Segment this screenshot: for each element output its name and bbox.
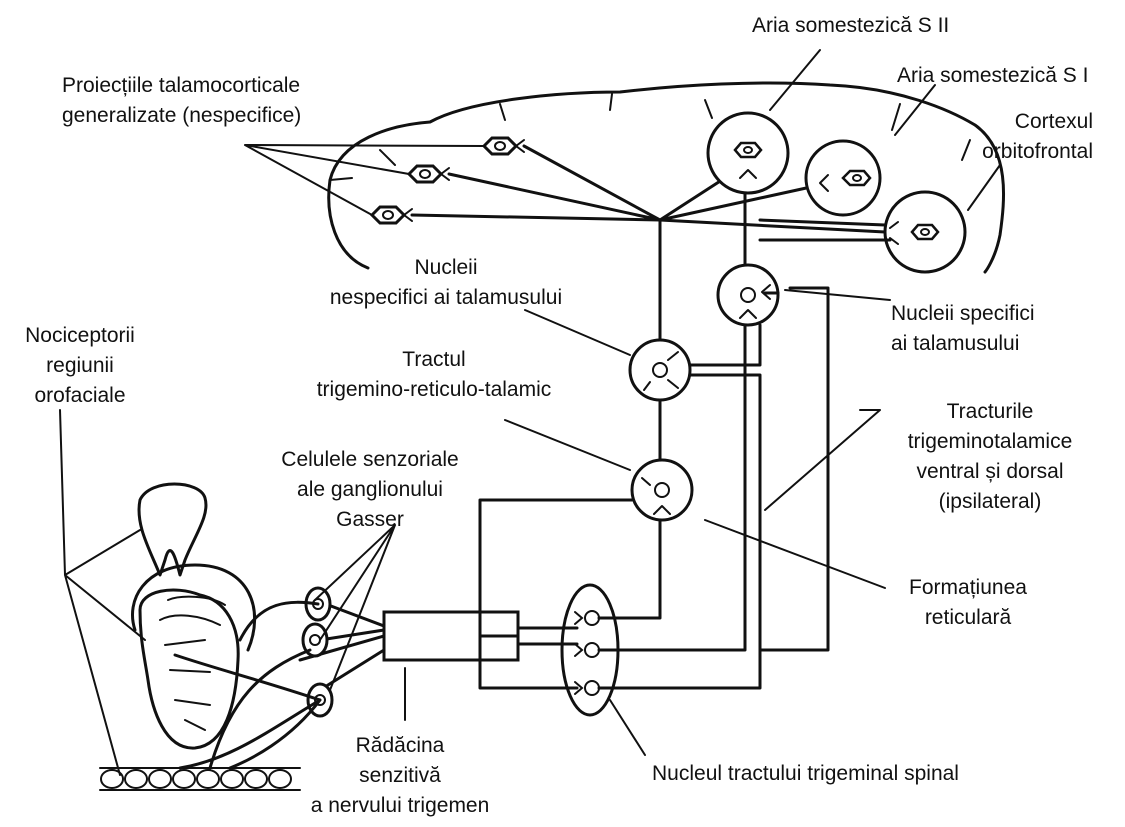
label-proiectii-line1: Proiecțiile talamocorticale (62, 74, 300, 97)
cortical-area-s2 (708, 113, 788, 193)
label-nuclei-specifici-line2: ai talamusului (891, 332, 1019, 355)
nociceptori-pointer-lines (60, 410, 145, 775)
label-tracturile-line3: ventral și dorsal (916, 460, 1063, 483)
cortical-cell-nonspecific (484, 138, 524, 154)
label-cortex-line1: Cortexul (1015, 110, 1093, 133)
cortical-area-s1 (806, 141, 880, 215)
label-aria-s2: Aria somestezică S II (752, 14, 949, 37)
label-celulele-line2: ale ganglionului (297, 478, 443, 501)
label-cortex-line2: orbitofrontal (982, 140, 1093, 163)
cortical-cell-nonspecific (372, 207, 412, 223)
label-nuclei-nespecifici-line2: nespecifici ai talamusului (330, 286, 562, 309)
nonspecific-thalamic-nucleus (630, 340, 690, 400)
epithelium-cells (100, 768, 300, 790)
label-tracturile-line4: (ipsilateral) (939, 490, 1042, 513)
reticular-formation-cell (632, 460, 692, 520)
tooth-drawing (139, 484, 206, 575)
label-celulele-line3: Gasser (336, 508, 404, 531)
label-nociceptori-line2: regiunii (46, 354, 114, 377)
label-nuclei-specifici-line1: Nucleii specifici (891, 302, 1035, 325)
tongue-texture (160, 597, 225, 730)
label-proiectii-line2: generalizate (nespecifice) (62, 104, 301, 127)
label-tracturile-line1: Tracturile (947, 400, 1034, 423)
label-tractul-line2: trigemino-reticulo-talamic (317, 378, 552, 401)
specific-thalamic-nucleus (718, 265, 778, 325)
nociceptor-fibers (175, 602, 320, 768)
label-radacina-line1: Rădăcina (356, 734, 445, 757)
cortical-area-orbitofrontal (885, 192, 965, 272)
label-celulele-line1: Celulele senzoriale (281, 448, 458, 471)
label-nociceptori-line3: orofaciale (34, 384, 125, 407)
label-nociceptori-line1: Nociceptorii (25, 324, 135, 347)
label-tractul-line1: Tractul (402, 348, 465, 371)
trigeminothalamic-tracts (480, 193, 890, 688)
label-radacina-line2: senzitivă (359, 764, 441, 787)
label-formatiunea-line1: Formațiunea (909, 576, 1027, 599)
label-radacina-line3: a nervului trigemen (311, 794, 490, 817)
label-formatiunea-line2: reticulară (925, 606, 1012, 629)
label-tracturile-line2: trigeminotalamice (908, 430, 1073, 453)
label-nucleul-tractului: Nucleul tractului trigeminal spinal (652, 762, 959, 785)
label-nuclei-nespecifici-line1: Nucleii (414, 256, 477, 279)
cortical-cell-nonspecific (409, 166, 449, 182)
label-aria-s1: Aria somestezică S I (897, 64, 1088, 87)
